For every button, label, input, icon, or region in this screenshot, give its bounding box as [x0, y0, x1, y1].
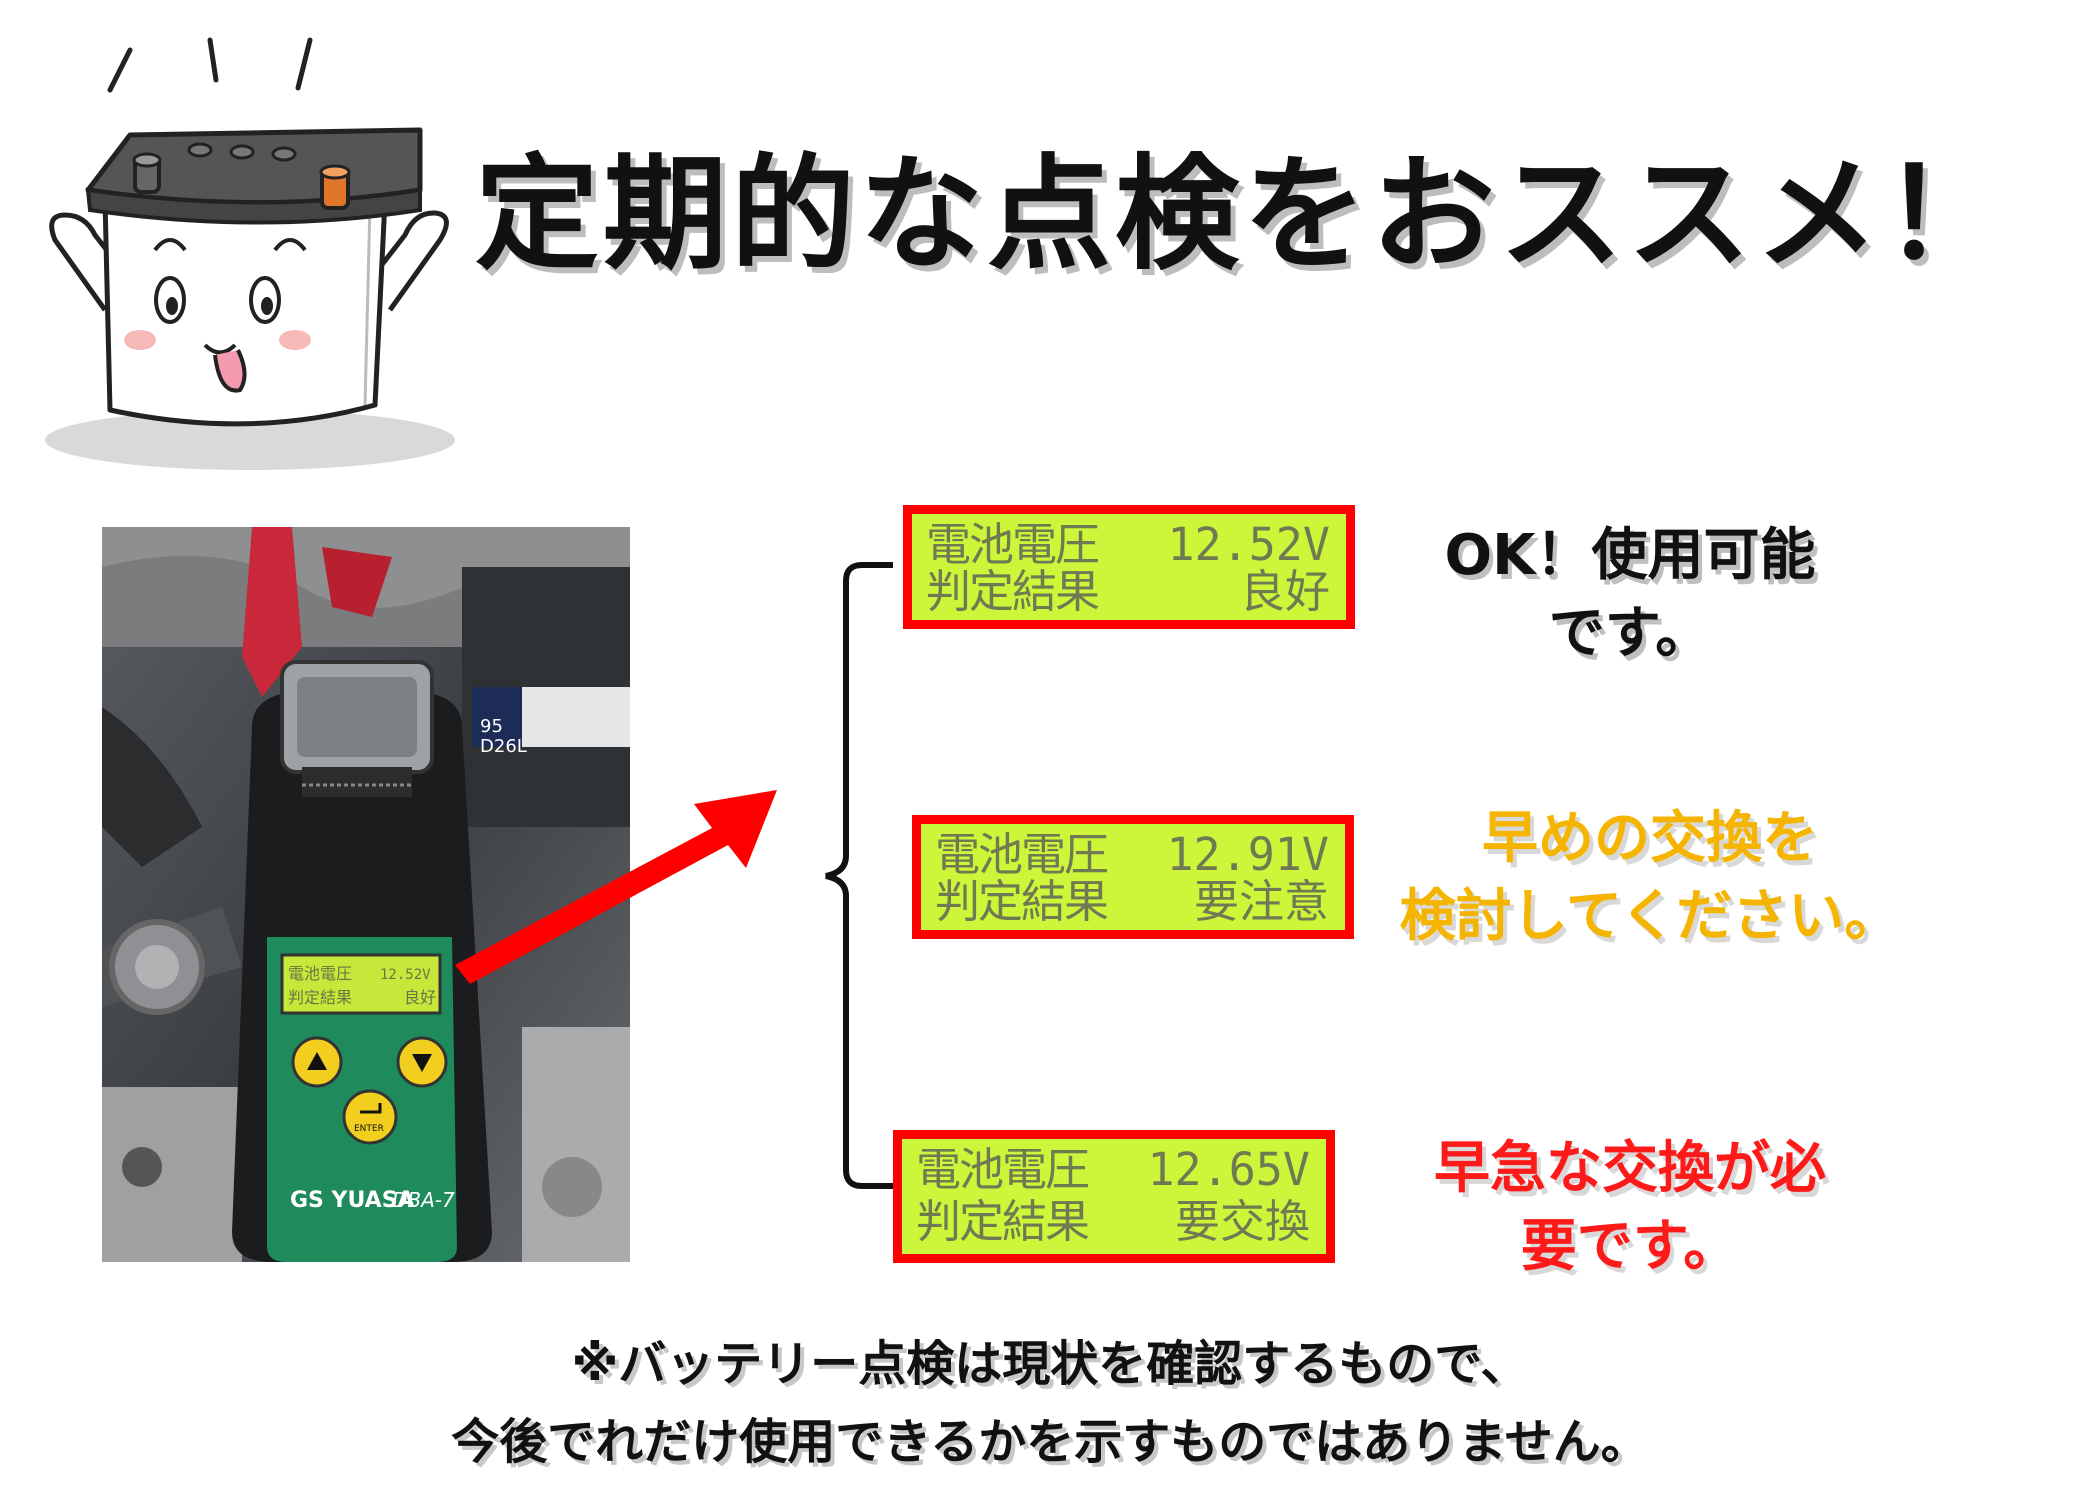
voltage-label: 電池電圧 [935, 828, 1109, 881]
tester-screen-label-2: 判定結果 [288, 988, 352, 1007]
judgement-label: 判定結果 [935, 874, 1109, 928]
battery-tester-photo: 95 D26L 電池電圧 12.52V 判定結果 良好 ENTER GS YUA… [102, 527, 630, 1262]
voltage-value: 12.65V [1147, 1143, 1310, 1196]
disclaimer-line: ※バッテリー点検は現状を確認するもので、 [571, 1336, 1529, 1392]
tester-enter-button [342, 1089, 398, 1145]
tester-screen-label-1: 電池電圧 [288, 964, 352, 983]
battery-label-d26l: D26L [480, 736, 527, 757]
result-message-line: OK！使用可能 [1444, 523, 1816, 588]
voltage-value: 12.91V [1166, 828, 1329, 881]
judgement-value: 要注意 [1193, 874, 1329, 928]
result-message-line: 早急な交換が必 [1434, 1136, 1826, 1201]
lcd-result-replace: 電池電圧 12.65V 判定結果 要交換 [893, 1130, 1335, 1263]
result-message-line: 検討してください。 [1399, 884, 1901, 949]
tester-model: DBA-7 [392, 1188, 455, 1212]
result-message-good: OK！使用可能 です。 [1390, 517, 1870, 673]
result-message-line: です。 [1548, 601, 1712, 666]
tester-screen-value-1: 12.52V [380, 967, 431, 983]
disclaimer-line: 今後でれだけ使用できるかを示すものではありません。 [451, 1414, 1649, 1470]
result-message-caution: 早めの交換を 検討してください。 [1380, 800, 1920, 956]
bracket [825, 562, 893, 1189]
judgement-value: 要交換 [1174, 1194, 1310, 1248]
lcd-result-good: 電池電圧 12.52V 判定結果 良好 [903, 505, 1355, 629]
result-message-replace: 早急な交換が必 要です。 [1390, 1130, 1870, 1286]
judgement-label: 判定結果 [916, 1194, 1090, 1248]
voltage-label: 電池電圧 [916, 1143, 1090, 1196]
tester-screen-value-2: 良好 [404, 988, 436, 1007]
page-title: 定期的な点検をおススメ！ [475, 143, 2012, 287]
disclaimer-note: ※バッテリー点検は現状を確認するもので、 今後でれだけ使用できるかを示すものでは… [300, 1325, 1800, 1481]
voltage-label: 電池電圧 [926, 518, 1100, 571]
judgement-value: 良好 [1239, 564, 1330, 618]
voltage-value: 12.52V [1167, 518, 1330, 571]
judgement-label: 判定結果 [926, 564, 1100, 618]
battery-mascot-icon [45, 37, 455, 470]
lcd-result-caution: 電池電圧 12.91V 判定結果 要注意 [912, 815, 1354, 939]
battery-label-95: 95 [480, 716, 503, 737]
result-message-line: 早めの交換を [1482, 806, 1818, 871]
result-message-line: 要です。 [1520, 1214, 1740, 1279]
tester-enter-label: ENTER [354, 1124, 384, 1134]
tester-brand: GS YUASA [290, 1188, 415, 1213]
